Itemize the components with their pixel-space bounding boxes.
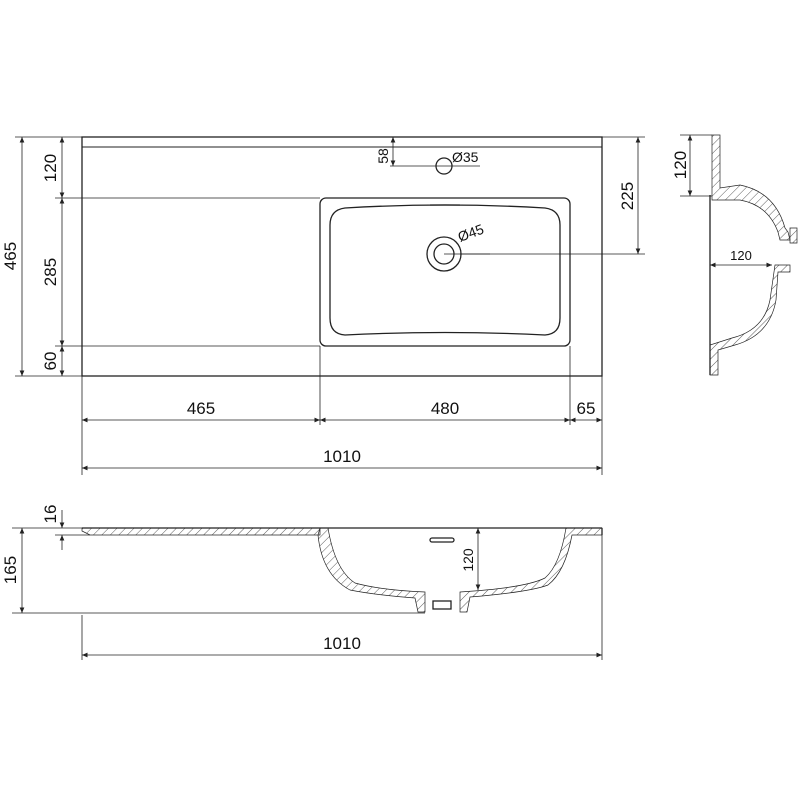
dim-width-total: 1010: [323, 447, 361, 466]
dim-width-right: 65: [577, 399, 596, 418]
drain-section: [432, 600, 452, 610]
side-section-bottom: [709, 264, 791, 376]
dim-left-total: 465: [1, 242, 20, 270]
dim-front-width-total: 1010: [323, 634, 361, 653]
dim-left-mid: 285: [41, 258, 60, 286]
dim-side-depth: 120: [730, 248, 752, 263]
countertop-outline: [81, 136, 603, 377]
dim-height-total: 165: [1, 556, 20, 584]
dim-side-height: 120: [671, 151, 690, 179]
front-section-left: [81, 527, 321, 536]
dim-left-top: 120: [41, 154, 60, 182]
basin-outer: [319, 197, 571, 347]
dim-width-left: 465: [187, 399, 215, 418]
dim-right: 225: [618, 182, 637, 210]
dim-thickness: 16: [41, 505, 60, 524]
side-view: 120 120: [671, 134, 798, 376]
dim-width-basin: 480: [431, 399, 459, 418]
front-section-basin-left: [317, 527, 426, 613]
front-overflow-slot: [429, 537, 455, 543]
dim-tap-hole: Ø35: [452, 149, 479, 165]
dim-left-bottom: 60: [41, 352, 60, 371]
dim-drain: Ø45: [456, 221, 487, 245]
dim-tap-offset: 58: [375, 148, 391, 164]
side-section-top: [711, 134, 791, 241]
top-view: 465 120 285 60 58 Ø35 Ø45 225 465 480 65…: [1, 136, 645, 475]
front-section-basin-right: [459, 527, 603, 613]
basin-inner: [329, 204, 561, 336]
front-view: 16 165 120 1010: [1, 505, 603, 660]
dim-basin-depth: 120: [460, 548, 476, 572]
side-section-overflow: [789, 227, 798, 244]
